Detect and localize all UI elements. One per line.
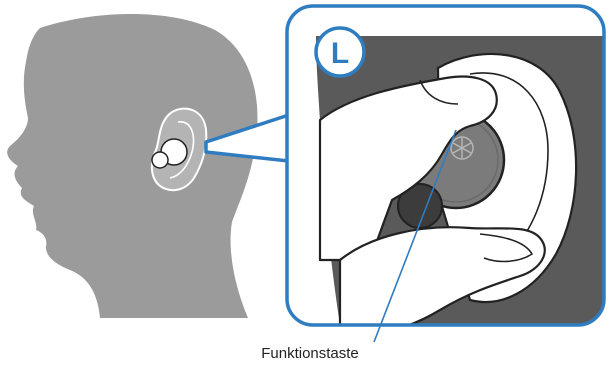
earbud-small-tip [152, 152, 168, 168]
head-silhouette [7, 14, 257, 318]
function-button-label: Funktionstaste [230, 344, 390, 364]
side-marker-badge: L [316, 28, 364, 76]
side-marker-letter: L [331, 37, 349, 70]
